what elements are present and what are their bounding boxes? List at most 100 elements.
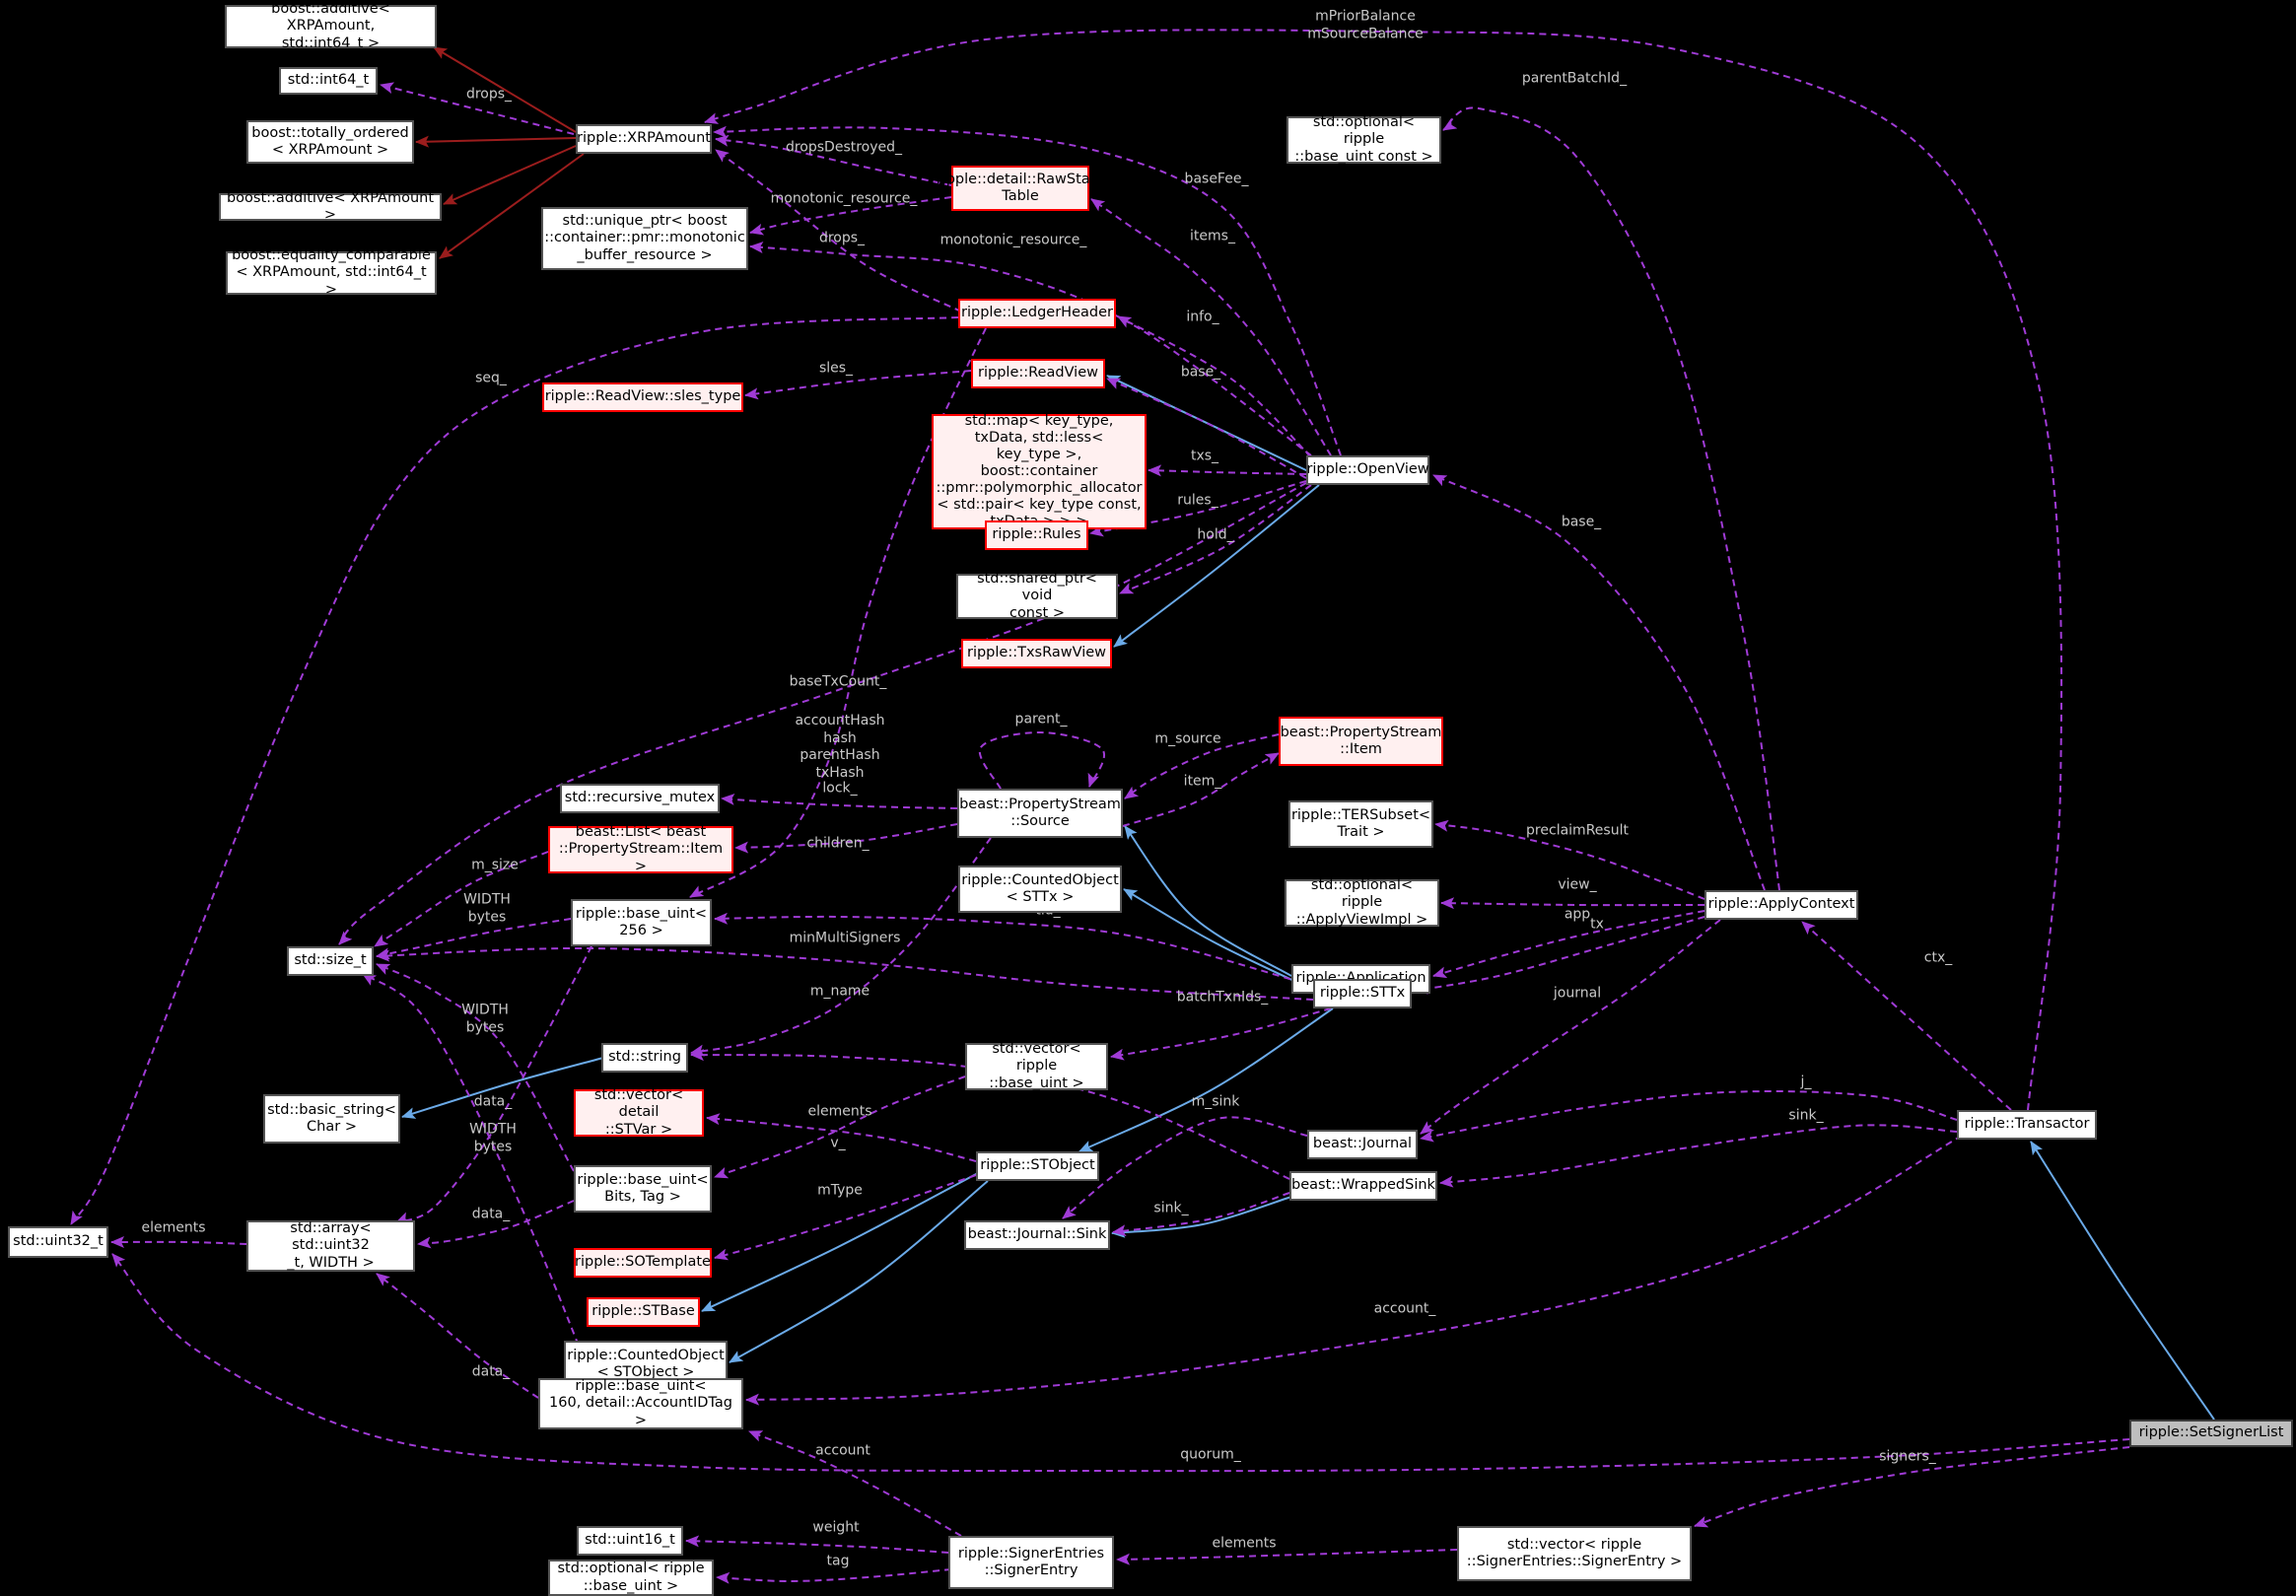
edge-setsignerlist-uint32-quorum_ [111,1253,2130,1473]
edge-label-weight: weight [812,1519,860,1536]
edge-label-sink_: sink_ [1153,1200,1189,1216]
edge-label-item_: item_ [1183,773,1222,790]
class-node-setsignerlist[interactable]: ripple::SetSignerList [2129,1420,2293,1447]
class-node-stdstring[interactable]: std::string [601,1043,688,1073]
class-node-tersubset[interactable]: ripple::TERSubset< Trait > [1288,800,1433,848]
edge-label-m_size: m_size [471,857,519,873]
class-node-sles_type[interactable]: ripple::ReadView::sles_type [542,382,743,412]
edge-label-quorum_: quorum_ [1180,1446,1241,1463]
edge-signer_entry-uint16-weight [685,1535,949,1554]
class-node-ledgerheader[interactable]: ripple::LedgerHeader [958,299,1116,328]
class-node-signer_entry[interactable]: ripple::SignerEntries ::SignerEntry [948,1536,1114,1589]
class-node-size_t[interactable]: std::size_t [287,946,374,976]
edge-label-WIDTH: WIDTH bytes [461,1002,509,1036]
edge-label-elements: elements [1212,1535,1277,1552]
class-node-readview[interactable]: ripple::ReadView [971,359,1105,388]
edge-stobject-counted_stobj [729,1180,989,1363]
class-node-optional_buc[interactable]: std::optional< ripple ::base_uint const … [1287,114,1441,165]
edge-base_uint_bits-array_uint32-data_ [417,1200,575,1249]
edge-sttx-base_uint_256-tid_ [714,912,1314,987]
edge-base_uint_bits-size_t-WIDTH [376,963,575,1172]
class-node-equality_comparable[interactable]: boost::equality_comparable < XRPAmount, … [226,247,437,298]
edge-label-base_: base_ [1180,364,1221,381]
class-node-base_uint_256[interactable]: ripple::base_uint< 256 > [571,899,712,946]
class-node-vector_signer_entry[interactable]: std::vector< ripple ::SignerEntries::Sig… [1457,1526,1692,1581]
class-node-recursive_mutex[interactable]: std::recursive_mutex [560,784,720,813]
class-node-uint16[interactable]: std::uint16_t [577,1526,683,1556]
class-node-sttx[interactable]: ripple::STTx [1313,979,1412,1008]
class-node-sotemplate[interactable]: ripple::SOTemplate [574,1248,712,1278]
edge-label-journal: journal [1553,985,1602,1002]
edge-label-data_: data_ [471,1363,511,1380]
class-node-totally_ordered[interactable]: boost::totally_ordered < XRPAmount > [246,120,414,164]
class-node-optional_bu[interactable]: std::optional< ripple ::base_uint > [548,1560,714,1596]
edge-openview-ledgerheader-info_ [1117,315,1312,458]
edge-openview-xrpamount-baseFee_ [713,125,1342,456]
edge-openview-size_t-baseTxCount_ [338,482,1307,945]
class-node-optional_avi[interactable]: std::optional< ripple ::ApplyViewImpl > [1285,877,1439,928]
class-node-journal[interactable]: beast::Journal [1307,1130,1418,1159]
edge-source-list_item-children_ [734,823,958,854]
class-node-base_uint_bits[interactable]: ripple::base_uint< Bits, Tag > [574,1165,712,1213]
class-node-stbase[interactable]: ripple::STBase [587,1297,700,1327]
class-node-applycontext[interactable]: ripple::ApplyContext [1705,890,1858,920]
edge-label-data_: data_ [471,1206,511,1222]
edge-label-WIDTH: WIDTH bytes [469,1121,517,1155]
edge-label-monotonic_resource_: monotonic_resource_ [939,232,1087,248]
class-node-wrappedsink[interactable]: beast::WrappedSink [1289,1171,1437,1201]
edge-label-mType: mType [817,1182,863,1199]
class-node-source[interactable]: beast::PropertyStream ::Source [957,789,1123,838]
class-node-ps_item[interactable]: beast::PropertyStream ::Item [1279,717,1443,766]
class-node-openview[interactable]: ripple::OpenView [1306,455,1429,485]
class-node-rules[interactable]: ripple::Rules [985,520,1088,550]
class-node-txsrawview[interactable]: ripple::TxsRawView [961,639,1112,668]
class-node-xrpamount[interactable]: ripple::XRPAmount [576,124,712,154]
edge-label-data_: data_ [473,1093,513,1110]
edge-label-seq_: seq_ [475,370,507,386]
class-node-stobject[interactable]: ripple::STObject [976,1151,1099,1181]
class-node-array_uint32[interactable]: std::array< std::uint32 _t, WIDTH > [246,1220,415,1272]
class-node-stdmap[interactable]: std::map< key_type, txData, std::less< k… [932,413,1147,529]
edge-stobject-vector_stvar-v_ [706,1113,977,1162]
edge-xrpamount-totally_ordered [415,135,577,148]
edge-label-rules_: rules_ [1177,492,1218,509]
class-node-list_item[interactable]: beast::List< beast ::PropertyStream::Ite… [548,824,733,874]
edge-applycontext-optional_avi-view_ [1440,897,1705,910]
edge-label-m_source: m_source [1154,730,1221,747]
class-node-rawstatetable[interactable]: ripple::detail::RawState Table [937,166,1104,211]
edge-label-elements: elements [807,1103,872,1120]
edge-transactor-journal-j_ [1420,1090,1958,1143]
class-node-uint32[interactable]: std::uint32_t [8,1226,108,1258]
class-node-int64[interactable]: std::int64_t [279,67,378,95]
class-node-basic_string[interactable]: std::basic_string< Char > [263,1094,400,1144]
class-node-counted_sttx[interactable]: ripple::CountedObject < STTx > [958,866,1122,913]
class-node-base_uint_160[interactable]: ripple::base_uint< 160, detail::AccountI… [538,1378,743,1429]
edge-label-monotonic_resource_: monotonic_resource_ [770,190,918,207]
edge-ledgerheader-xrpamount-drops_ [715,149,962,312]
class-node-journal_sink[interactable]: beast::Journal::Sink [964,1220,1110,1250]
edge-openview-readview-base_ [1106,378,1307,479]
edge-label-drops_: drops_ [818,230,866,246]
edge-base_uint_160-size_t-WIDTH [362,973,592,1379]
class-node-transactor[interactable]: ripple::Transactor [1957,1110,2097,1140]
class-node-vector_base_uint[interactable]: std::vector< ripple ::base_uint > [965,1041,1108,1091]
class-node-additive_int64[interactable]: boost::additive< XRPAmount, std::int64_t… [225,1,437,51]
edge-applycontext-tersubset-preclaimResult [1434,819,1705,900]
edge-label-minMultiSigners: minMultiSigners [789,930,901,946]
edge-xrpamount-equality_comparable [439,153,585,259]
edge-signer_entry-optional_bu-tag [716,1568,952,1584]
edge-rawstatetable-xrpamount-dropsDestroyed_ [715,134,952,186]
edge-openview-shared_ptr_void-hold_ [1119,484,1312,594]
class-node-additive_xrp[interactable]: boost::additive< XRPAmount > [219,190,442,223]
edge-wrappedsink-journal_sink-sink_ [1112,1192,1290,1237]
class-node-shared_ptr_void[interactable]: std::shared_ptr< void const > [956,571,1118,621]
edge-label-sles_: sles_ [818,360,854,377]
edge-source-stdstring-m_name [690,837,992,1057]
edge-setsignerlist-transactor [2030,1141,2215,1421]
edge-source-source-parent_ [978,730,1105,790]
edge-label-signers_: signers_ [1879,1448,1936,1465]
edge-xrpamount-additive_int64 [433,46,577,133]
class-node-vector_stvar[interactable]: std::vector< detail ::STVar > [574,1087,704,1138]
class-node-unique_ptr[interactable]: std::unique_ptr< boost ::container::pmr:… [541,207,748,270]
edge-setsignerlist-vector_signer_entry-signers_ [1694,1446,2130,1528]
